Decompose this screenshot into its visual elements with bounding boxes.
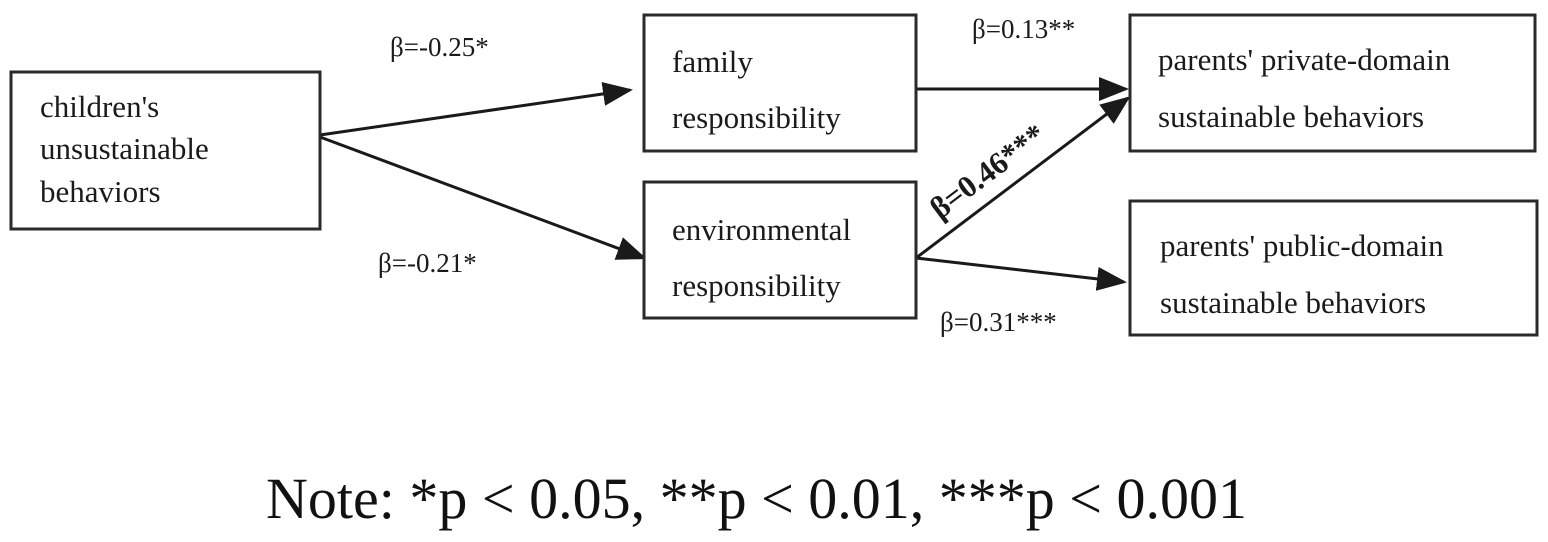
coef-children-to-environmental: β=-0.21* xyxy=(378,248,477,278)
node-public-domain-behaviors: parents' public-domain sustainable behav… xyxy=(1128,199,1539,337)
node-label-line: family xyxy=(672,44,753,79)
node-children-unsustainable-behaviors: children's unsustainable behaviors xyxy=(9,70,322,231)
edge-children-to-family xyxy=(319,82,633,137)
node-label-line: behaviors xyxy=(40,174,161,209)
node-label-line: parents' public-domain xyxy=(1160,228,1444,263)
node-private-domain-behaviors: parents' private-domain sustainable beha… xyxy=(1128,13,1537,153)
node-label-line: sustainable behaviors xyxy=(1158,99,1424,134)
edge-children-to-environmental xyxy=(319,135,647,260)
node-label-line: responsibility xyxy=(672,100,841,135)
node-label-line: children's xyxy=(40,89,159,124)
coef-environmental-to-public: β=0.31*** xyxy=(940,307,1057,337)
edge-environmental-to-public xyxy=(915,256,1127,291)
node-label-line: unsustainable xyxy=(40,131,209,166)
node-label-line: environmental xyxy=(672,212,851,247)
coef-family-to-private: β=0.13** xyxy=(972,14,1075,44)
edge-environmental-to-private xyxy=(915,96,1131,260)
node-environmental-responsibility: environmental responsibility xyxy=(642,180,918,320)
node-label-line: sustainable behaviors xyxy=(1160,285,1426,320)
node-label-line: responsibility xyxy=(672,268,841,303)
node-label-line: parents' private-domain xyxy=(1158,42,1451,77)
coef-children-to-family: β=-0.25* xyxy=(390,32,489,62)
node-family-responsibility: family responsibility xyxy=(642,13,918,153)
significance-note: Note: *p < 0.05, **p < 0.01, ***p < 0.00… xyxy=(266,466,1247,531)
